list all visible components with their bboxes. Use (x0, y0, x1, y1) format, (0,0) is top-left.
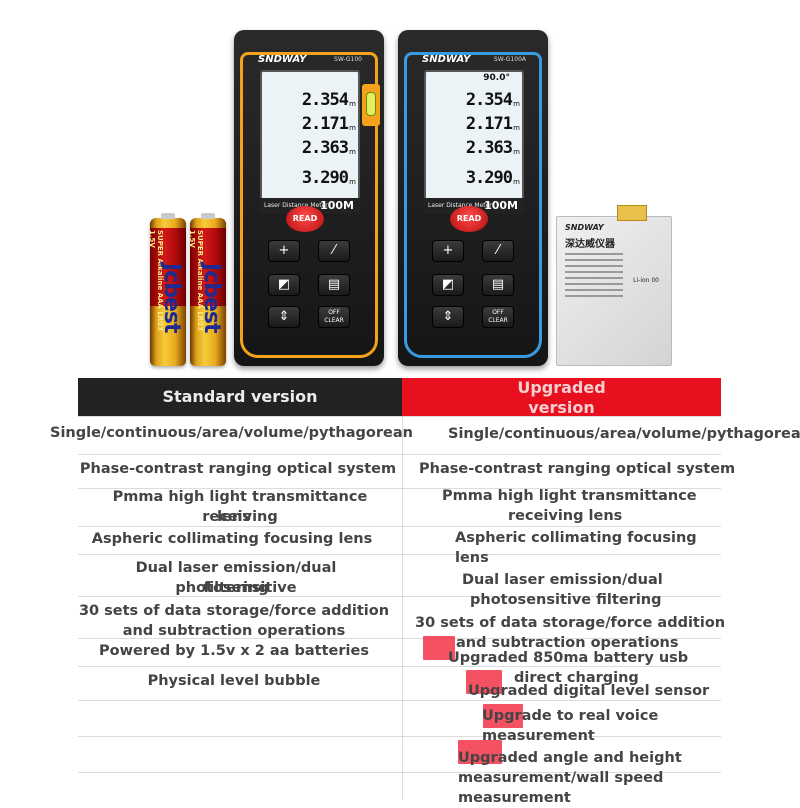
std-feature-5: Dual laser emission/dual photosensitive (135, 560, 337, 596)
std-feature-8: Physical level bubble (147, 673, 321, 689)
laser-meter-upgraded: SNDWAY SW-G100A 90.0° 2.354 m 2.171 m 2.… (398, 30, 548, 366)
up-feature-7: Upgraded 850ma battery usb (448, 650, 689, 666)
up-feature-3: Pmma high light transmittance (442, 488, 697, 504)
aaa-battery-2: SUPER Alkaline AAA LR03 1.5V Jcbest (188, 213, 226, 366)
up-feature-4-line-2: lens (455, 550, 489, 566)
up-feature-5-line-2: photosensitive filtering (470, 592, 662, 608)
up-feature-4: Aspheric collimating focusing (455, 530, 697, 546)
std-feature-1: Single/continuous/area/volume/pythagorea… (50, 425, 413, 441)
std-feature-6: 30 sets of data storage/force addition (78, 603, 390, 619)
std-feature-7: Powered by 1.5v x 2 aa batteries (99, 643, 369, 659)
up-feature-10-line-3: measurement (458, 790, 571, 806)
up-feature-9-line-2: measurement (482, 728, 595, 744)
highlight-mark (483, 704, 523, 728)
product-image: SUPER Alkaline AAA LR03 1.5V Jcbest SUPE… (0, 0, 800, 372)
header-upgraded-version: Upgraded version (402, 378, 721, 417)
plus-button: + (268, 240, 300, 262)
highlight-mark (458, 740, 502, 764)
up-feature-6: 30 sets of data storage/force addition (415, 615, 726, 631)
up-feature-2: Phase-contrast ranging optical system (419, 461, 736, 477)
read-button: READ (286, 206, 324, 232)
up-feature-1: Single/continuous/area/volume/pythagorea… (448, 426, 800, 442)
up-feature-6-line-2: and subtraction operations (456, 635, 679, 651)
up-feature-9: Upgrade to real voice (482, 708, 659, 724)
comparison-table: Standard version Upgraded version Single… (50, 378, 800, 806)
lcd-screen: 90.0° 2.354 m 2.171 m 2.363 m 3.290 m (424, 70, 524, 202)
std-feature-3: Pmma high light transmittance receiving (112, 489, 368, 525)
area-mode-button: ◩ (432, 274, 464, 296)
std-feature-2: Phase-contrast ranging optical system (79, 461, 397, 477)
up-feature-10-line-2: measurement/wall speed (458, 770, 664, 786)
up-feature-8: Upgraded digital level sensor (468, 683, 710, 699)
laser-meter-standard: SNDWAY SW-G100 2.354 m 2.171 m 2.363 m 3… (234, 30, 384, 366)
highlight-mark (423, 636, 455, 660)
read-button: READ (450, 206, 488, 232)
minus-mode-button: ⁄ (318, 240, 350, 262)
highlight-mark (466, 670, 502, 694)
up-feature-7-line-2: direct charging (514, 670, 639, 686)
memory-button: ▤ (318, 274, 350, 296)
off-clear-button: OFF CLEAR (482, 306, 514, 328)
unit-button: ⇕ (268, 306, 300, 328)
up-feature-3-line-2: receiving lens (508, 508, 623, 524)
memory-button: ▤ (482, 274, 514, 296)
up-feature-10: Upgraded angle and height (458, 750, 682, 766)
level-bubble-icon (362, 84, 380, 126)
pack-type: Li-ion 00 (633, 277, 659, 284)
angle-reading: 90.0° (483, 73, 510, 83)
up-feature-5: Dual laser emission/dual (462, 572, 663, 588)
std-feature-3-line-2: lens (217, 509, 251, 525)
plus-button: + (432, 240, 464, 262)
device-model: SW-G100A (493, 56, 526, 63)
std-feature-5-line-2: filtering (203, 580, 269, 596)
aaa-battery-1: SUPER Alkaline AAA LR03 1.5V Jcbest (148, 213, 186, 366)
minus-mode-button: ⁄ (482, 240, 514, 262)
pack-name: 深达威仪器 (565, 239, 615, 250)
off-clear-button: OFF CLEAR (318, 306, 350, 328)
std-feature-4: Aspheric collimating focusing lens (91, 531, 373, 547)
header-standard-version: Standard version (78, 378, 402, 416)
li-ion-battery-pack: SNDWAY 深达威仪器 Li-ion 00 (556, 205, 672, 366)
area-mode-button: ◩ (268, 274, 300, 296)
battery-brand: Jcbest (159, 263, 184, 333)
device-logo: SNDWAY (258, 54, 307, 65)
lcd-screen: 2.354 m 2.171 m 2.363 m 3.290 m (260, 70, 360, 202)
device-model: SW-G100 (334, 56, 362, 63)
pack-logo: SNDWAY (565, 223, 604, 232)
device-logo: SNDWAY (422, 54, 471, 65)
unit-button: ⇕ (432, 306, 464, 328)
std-feature-6-line-2: and subtraction operations (122, 623, 346, 639)
battery-brand: Jcbest (199, 263, 224, 333)
